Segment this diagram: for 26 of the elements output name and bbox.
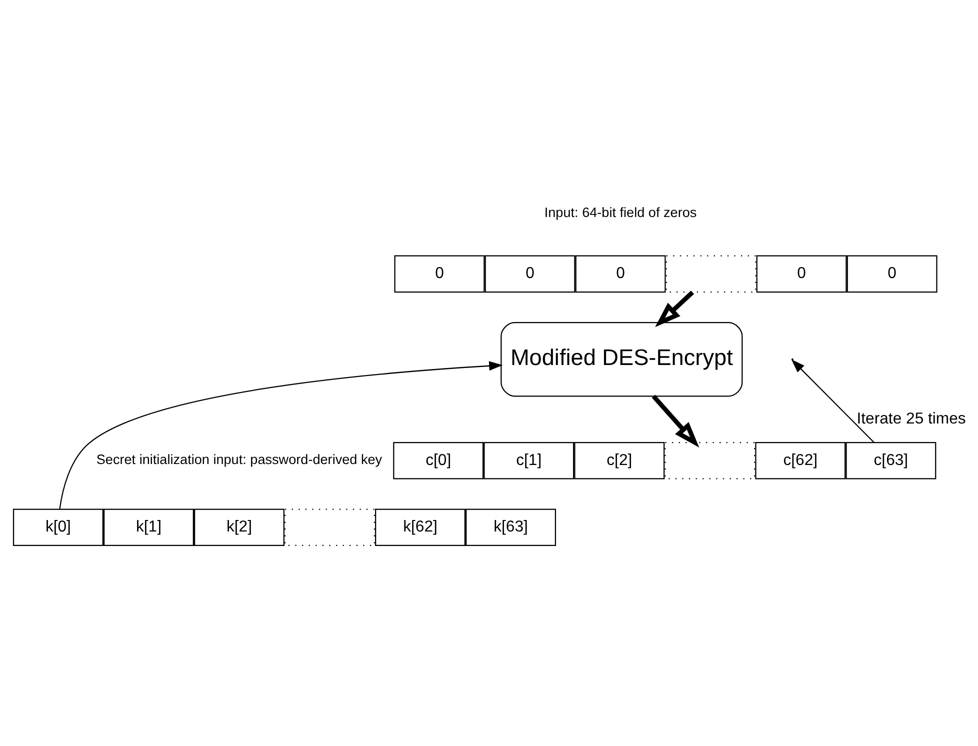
node-box: 0: [575, 254, 666, 292]
node-box: k[0]: [12, 508, 104, 546]
label: Secret initialization input: password-derived key: [96, 452, 382, 467]
node-box: c[2]: [574, 441, 665, 479]
node-box: k[62]: [375, 508, 466, 546]
node-box: k[1]: [103, 508, 194, 546]
arrow: [655, 290, 694, 327]
edge-label: Iterate 25 times: [856, 410, 966, 428]
node-box: 0: [484, 254, 576, 292]
label: Input: 64-bit field of zeros: [544, 204, 697, 220]
node-box: 0: [756, 254, 847, 292]
node-box: c[1]: [484, 441, 574, 479]
node-box: c[62]: [755, 441, 846, 479]
node-box: k[2]: [194, 508, 284, 546]
node-box: [664, 441, 756, 479]
node-box: Modified DES-Encrypt: [500, 322, 743, 396]
node-box: [666, 254, 756, 292]
node-box: c[63]: [846, 441, 936, 479]
arrow: [652, 394, 700, 447]
node-box: c[0]: [393, 441, 484, 479]
node-box: k[63]: [466, 508, 556, 546]
node-box: [284, 508, 375, 546]
node-box: 0: [394, 254, 485, 292]
arrow: [791, 358, 874, 442]
arrow: [59, 360, 503, 509]
node-box: 0: [846, 254, 938, 292]
